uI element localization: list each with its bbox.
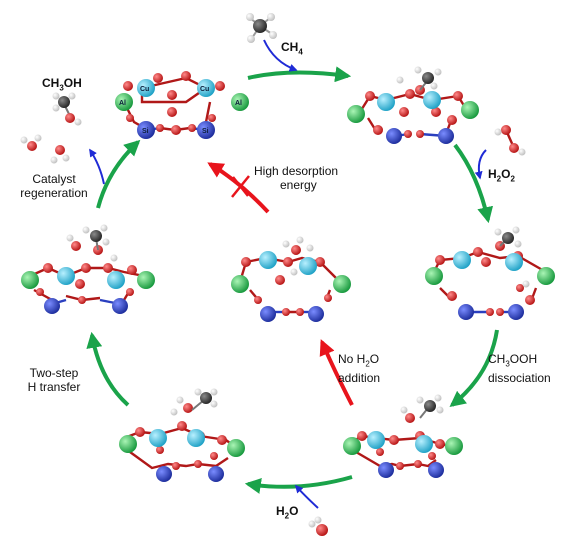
structure-dissociated: [343, 394, 463, 478]
label-high-desorption: High desorption energy: [254, 164, 366, 192]
label-no-h2o-addition: No H2O addition: [338, 352, 408, 385]
high-desorption-line1: High desorption: [254, 164, 339, 178]
ch3oh-ch: CH: [42, 76, 60, 90]
structure-h2o-added: [119, 388, 245, 482]
catalyst-regen-line1: Catalyst: [32, 172, 76, 186]
ch3oh-sub: 3: [59, 83, 64, 93]
h2o-h: H: [276, 504, 285, 518]
arrow-blue-h2o: [294, 484, 319, 509]
label-h2o2: H2O2: [488, 167, 515, 186]
arrow-bottom-green: [244, 475, 353, 494]
h2o2-sub1: 2: [496, 174, 502, 184]
no-h2o-line2: addition: [338, 371, 381, 386]
h2o-sub: 2: [284, 511, 290, 521]
h2o-o: O: [289, 504, 299, 518]
h2o2-sub2: 2: [510, 174, 515, 184]
blocked-cross-icon: [231, 175, 250, 198]
label-catalyst-regeneration: Catalyst regeneration: [6, 172, 102, 200]
high-desorption-line2: energy: [280, 178, 317, 192]
structure-two-step-transfer: [21, 224, 155, 314]
arrow-right-upper-green: [453, 143, 494, 224]
structure-center-no-h2o: [231, 236, 351, 322]
ch3oh-oh: OH: [63, 76, 82, 90]
atom-label-si: Si: [142, 128, 149, 135]
released-products: [20, 92, 82, 164]
ch3ooh-line2: dissociation: [488, 371, 551, 386]
arrow-blue-h2o2: [474, 149, 487, 180]
ch3ooh-sub: 3: [505, 359, 510, 369]
two-step-line2: H transfer: [27, 380, 81, 394]
h2o2-o: O: [501, 167, 511, 181]
ch3ooh-ooh: OOH: [509, 352, 538, 366]
atom-label-al: Al: [119, 100, 126, 107]
h2o2-molecule: [494, 125, 526, 156]
two-step-line1: Two-step: [29, 366, 79, 380]
no-h2o-text: No H: [338, 352, 366, 366]
atom-label-cu: Cu: [200, 86, 209, 93]
no-h2o-line1: No H2O: [338, 352, 408, 371]
h2o2-h: H: [488, 167, 497, 181]
arrow-red-no-h2o: [319, 339, 354, 406]
label-ch4: CH4: [281, 40, 303, 59]
arrow-top-green: [247, 66, 352, 83]
no-h2o-sub: 2: [365, 359, 370, 369]
catalyst-regen-line2: regeneration: [20, 186, 88, 200]
no-h2o-o: O: [369, 352, 380, 366]
label-ch3oh: CH3OH: [42, 76, 82, 95]
label-ch3ooh-dissociation: CH3OOH dissociation: [488, 352, 564, 385]
arrow-blue-ch4: [263, 39, 298, 72]
label-h2o: H2O: [276, 504, 298, 523]
ch3ooh-ch: CH: [488, 352, 506, 366]
arrow-left-lower-green: [86, 331, 130, 407]
arrow-left-upper-green: [96, 139, 141, 209]
ch4-text: CH: [281, 40, 299, 54]
structure-initial-catalyst: Cu Cu Al Al Si Si: [115, 71, 249, 139]
atom-label-si: Si: [202, 128, 209, 135]
ch4-molecule: [246, 13, 277, 43]
atom-label-cu: Cu: [140, 86, 149, 93]
structure-ch4-adsorbed: [347, 66, 479, 144]
structure-ch3ooh: [425, 226, 555, 320]
h2o-molecule: [308, 516, 328, 536]
label-two-step-transfer: Two-step H transfer: [14, 366, 94, 394]
atom-label-al: Al: [235, 100, 242, 107]
arrow-right-lower-green: [449, 329, 499, 407]
arrow-blue-regen: [89, 148, 105, 185]
ch4-subscript: 4: [298, 47, 303, 57]
ch3ooh-line1: CH3OOH: [488, 352, 564, 371]
